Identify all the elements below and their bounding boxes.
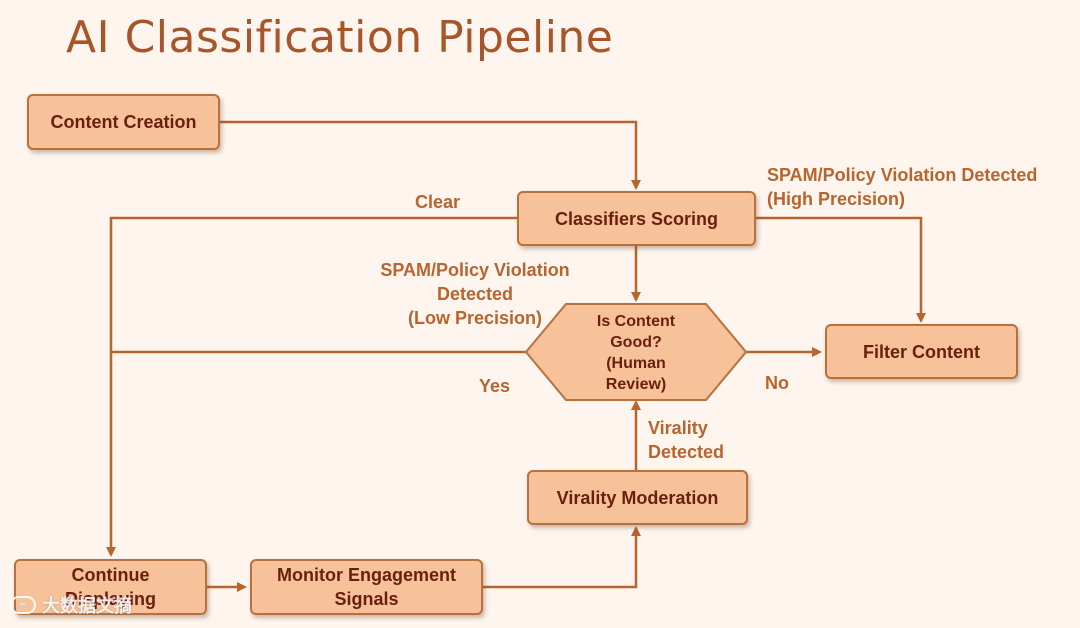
- edge-label-spam-high: SPAM/Policy Violation Detected (High Pre…: [767, 165, 1038, 209]
- review-decision-label: Is Content Good? (Human Review): [596, 313, 676, 393]
- filter-content-node: Filter Content: [825, 324, 1018, 379]
- virality-moderation-label: Virality Moderation: [556, 487, 719, 508]
- continue-displaying-node: Continue Displaying: [14, 559, 207, 615]
- classifiers-scoring-label: Classifiers Scoring: [554, 208, 719, 229]
- watermark-text: 大数据文摘: [42, 596, 132, 616]
- content-creation-label: Content Creation: [50, 112, 197, 132]
- virality-moderation-node: Virality Moderation: [527, 470, 748, 525]
- edge-monitor-to-virality: [483, 526, 641, 589]
- edge-scoring-to-filter: [756, 216, 926, 323]
- edge-label-no: No: [765, 373, 789, 393]
- content-creation-node: Content Creation: [27, 94, 220, 150]
- edge-scoring-clear: [106, 216, 517, 557]
- review-decision-shape: [524, 303, 748, 401]
- page-title: AI Classification Pipeline: [66, 12, 614, 63]
- edge-label-spam-low: SPAM/Policy Violation Detected (Low Prec…: [380, 260, 570, 328]
- edge-creation-to-scoring: [220, 120, 641, 190]
- edge-label-clear: Clear: [415, 192, 461, 212]
- monitor-engagement-node: Monitor Engagement Signals: [250, 559, 483, 615]
- watermark: ∞ 大数据文摘: [10, 592, 132, 618]
- edge-label-virality-detected: Virality Detected: [648, 418, 725, 462]
- classifiers-scoring-node: Classifiers Scoring: [517, 191, 756, 246]
- filter-content-label: Filter Content: [863, 341, 980, 362]
- monitor-engagement-label: Monitor Engagement Signals: [277, 565, 456, 609]
- edge-label-yes: Yes: [479, 376, 511, 396]
- continue-displaying-label: Continue Displaying: [64, 565, 157, 609]
- watermark-logo-icon: ∞: [10, 596, 36, 614]
